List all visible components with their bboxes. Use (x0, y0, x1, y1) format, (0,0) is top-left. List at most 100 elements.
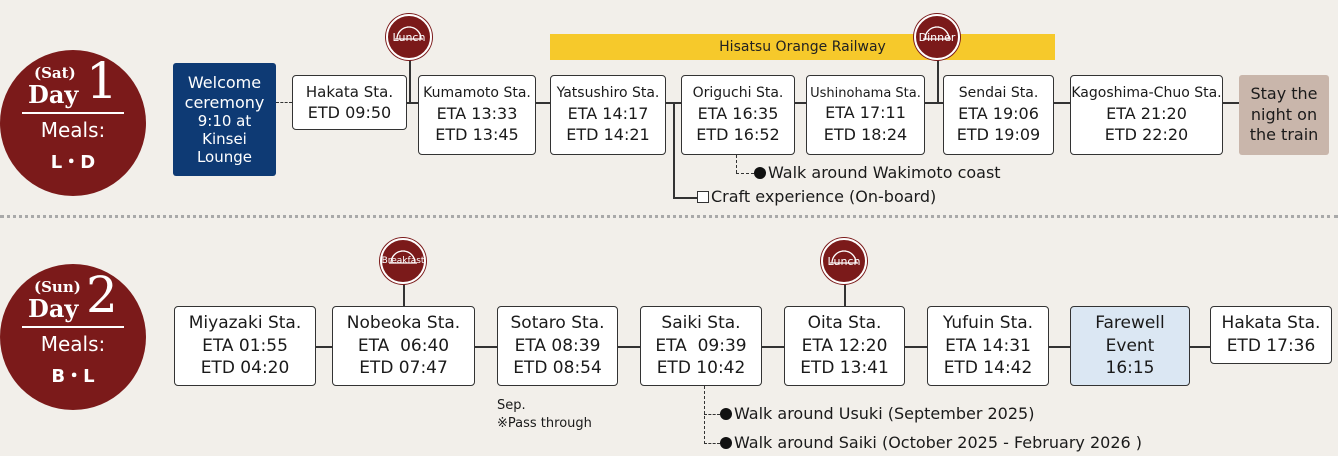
note-connector (736, 173, 754, 174)
day1-day-word: Day (28, 80, 79, 109)
station-time: ETA 14:17 (567, 103, 649, 123)
station-nobeoka: Nobeoka Sta. ETA 06:40 ETD 07:47 (332, 306, 475, 386)
station-time: ETA 17:11 (825, 103, 906, 123)
day2-day-word: Day (28, 294, 79, 323)
note-saiki: Walk around Saiki (October 2025 - Februa… (720, 433, 1142, 452)
connector (618, 346, 640, 348)
connector (1190, 346, 1210, 348)
station-hakata-final: Hakata Sta. ETD 17:36 (1210, 306, 1332, 364)
day1-dow: (Sat) (34, 64, 76, 82)
station-yatsushiro: Yatsushiro Sta. ETA 14:17 ETD 14:21 (550, 75, 666, 155)
station-time: ETA 08:39 (514, 335, 601, 356)
station-time: ETD 07:47 (359, 358, 448, 379)
connector (475, 346, 497, 348)
connector (1049, 346, 1070, 348)
welcome-line: Kinsei (202, 129, 247, 148)
farewell-line: Event (1105, 335, 1155, 356)
stay-line: night on (1250, 104, 1318, 124)
connector (536, 102, 550, 104)
connector (795, 102, 806, 104)
pass-note-line: ※Pass through (497, 416, 592, 432)
pass-note-line: Sep. (497, 398, 526, 413)
note-craft: Craft experience (On-board) (697, 187, 936, 206)
station-time: ETA 12:20 (801, 335, 888, 356)
meal-stem (409, 60, 411, 103)
farewell-line: 16:15 (1105, 358, 1155, 379)
station-miyazaki: Miyazaki Sta. ETA 01:55 ETD 04:20 (174, 306, 316, 386)
meal-stem (937, 60, 939, 103)
welcome-line: Welcome (187, 73, 262, 93)
day1-meals-label: Meals: (40, 118, 106, 142)
day1-badge: (Sat) Day 1 Meals: L・D (0, 50, 146, 196)
station-yufuin: Yufuin Sta. ETA 14:31 ETD 14:42 (927, 306, 1049, 386)
day1-meal-codes: L・D (50, 152, 96, 173)
welcome-ceremony-box: Welcome ceremony 9:10 at Kinsei Lounge (173, 63, 276, 176)
welcome-line: 9:10 at (197, 111, 252, 130)
day2-divider (22, 326, 124, 328)
note-text: Walk around Usuki (September 2025) (734, 404, 1035, 423)
connector (925, 102, 943, 104)
connector (407, 102, 418, 104)
connector (1054, 102, 1070, 104)
station-name: Nobeoka Sta. (346, 312, 461, 333)
station-time: ETD 14:21 (566, 125, 650, 145)
connector (316, 346, 332, 348)
station-name: Kumamoto Sta. (423, 84, 531, 101)
farewell-line: Farewell (1095, 312, 1165, 333)
connector (762, 346, 784, 348)
station-name: Kagoshima-Chuo Sta. (1071, 84, 1222, 101)
note-usuki: Walk around Usuki (September 2025) (720, 404, 1034, 423)
note-text: Walk around Saiki (October 2025 - Februa… (734, 433, 1142, 452)
stay-night-box: Stay the night on the train (1239, 75, 1329, 155)
day2-meal-icon-lunch-label: Lunch (827, 254, 861, 268)
note-connector (736, 155, 737, 173)
station-time: ETD 09:50 (307, 102, 392, 122)
station-time: ETA 14:31 (945, 335, 1031, 356)
note-connector (673, 103, 675, 198)
day1-meal-icon-dinner-label: Dinner (918, 30, 956, 44)
station-time: ETD 13:41 (800, 358, 889, 379)
station-time: ETA 16:35 (697, 103, 779, 123)
station-origuchi: Origuchi Sta. ETA 16:35 ETD 16:52 (681, 75, 795, 155)
connector (905, 346, 927, 348)
station-name: Hakata Sta. (305, 82, 394, 101)
station-time: ETD 22:20 (1104, 125, 1189, 145)
day2-meal-icon-breakfast-label: Breakfast (381, 256, 425, 266)
station-time: ETD 16:52 (696, 125, 780, 145)
station-name: Sotaro Sta. (510, 312, 605, 333)
station-name: Origuchi Sta. (692, 84, 784, 101)
station-time: ETD 04:20 (200, 358, 290, 379)
station-name: Yufuin Sta. (942, 312, 1034, 333)
station-sotaro: Sotaro Sta. ETA 08:39 ETD 08:54 (497, 306, 618, 386)
station-saiki: Saiki Sta. ETA 09:39 ETD 10:42 (640, 306, 762, 386)
station-time: ETD 13:45 (435, 125, 519, 145)
breakfast-icon: Breakfast (380, 238, 426, 284)
station-time: ETA 19:06 (958, 103, 1039, 123)
day1-number: 1 (86, 52, 118, 110)
day2-badge: (Sun) Day 2 Meals: B・L (0, 264, 146, 410)
bullet-dot-icon (720, 408, 732, 420)
welcome-line: Lounge (196, 147, 253, 166)
railway-banner: Hisatsu Orange Railway (550, 34, 1055, 60)
station-name: Sendai Sta. (958, 84, 1039, 101)
station-time: ETA 01:55 (202, 335, 288, 356)
station-time: ETD 08:54 (513, 358, 602, 379)
note-wakimoto: Walk around Wakimoto coast (754, 163, 1001, 182)
day2-number: 2 (86, 266, 118, 324)
station-time: ETD 18:24 (823, 124, 908, 144)
bullet-square-icon (697, 191, 709, 203)
day2-meals-label: Meals: (40, 332, 106, 356)
lunch-icon: Lunch (821, 238, 867, 284)
pass-through-note: Sep. ※Pass through (497, 397, 592, 433)
station-name: Ushinohama Sta. (810, 85, 921, 101)
connector (1223, 102, 1239, 104)
station-oita: Oita Sta. ETA 12:20 ETD 13:41 (784, 306, 905, 386)
station-name: Miyazaki Sta. (188, 312, 302, 333)
day2-dow: (Sun) (34, 278, 81, 296)
welcome-line: ceremony (184, 92, 265, 112)
station-name: Hakata Sta. (1221, 313, 1321, 334)
station-sendai: Sendai Sta. ETA 19:06 ETD 19:09 (943, 75, 1054, 155)
lunch-icon: Lunch (386, 14, 432, 60)
bullet-dot-icon (720, 437, 732, 449)
station-kumamoto: Kumamoto Sta. ETA 13:33 ETD 13:45 (418, 75, 536, 155)
